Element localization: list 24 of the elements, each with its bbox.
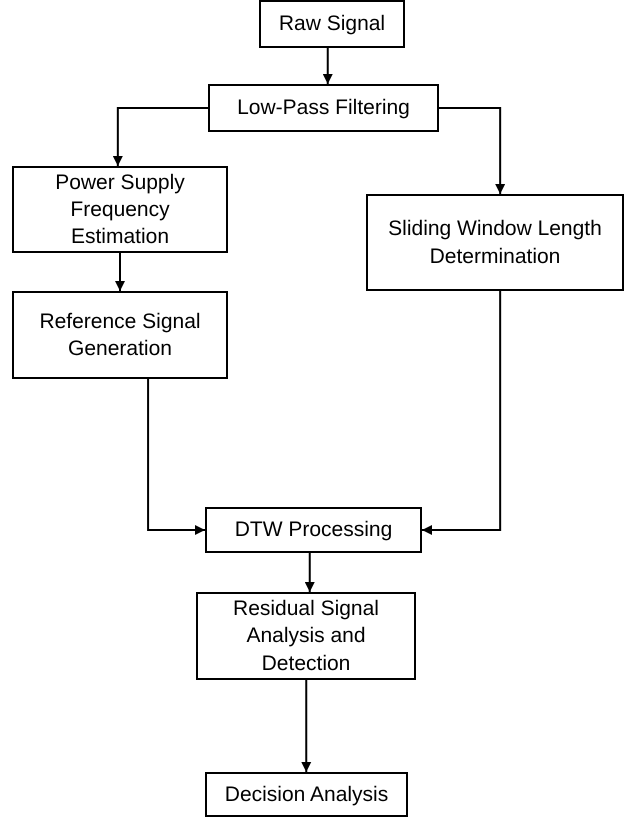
arrow [304, 553, 315, 592]
process-box [259, 0, 405, 48]
box-label: Residual Signal Analysis and Detection [232, 596, 380, 677]
arrow [147, 379, 205, 535]
arrow [115, 253, 125, 291]
box-label: Decision Analysis [224, 782, 388, 808]
box-label: Sliding Window Length Determination [387, 216, 603, 270]
box-label: Power Supply Frequency Estimation [54, 170, 186, 250]
arrow [112, 107, 208, 166]
box-label: Low-Pass Filtering [237, 95, 410, 122]
box-label: Reference Signal Generation [38, 308, 202, 362]
process-box [12, 291, 228, 379]
arrow [322, 48, 333, 84]
arrow [439, 107, 506, 194]
arrow [301, 680, 312, 772]
process-box [196, 592, 416, 680]
process-box [366, 194, 624, 291]
process-box [12, 166, 228, 253]
arrow [422, 291, 502, 535]
box-label: Raw Signal [278, 11, 386, 38]
process-box [208, 84, 439, 132]
process-box [205, 772, 408, 817]
process-box [205, 507, 422, 553]
box-label: DTW Processing [234, 517, 392, 544]
